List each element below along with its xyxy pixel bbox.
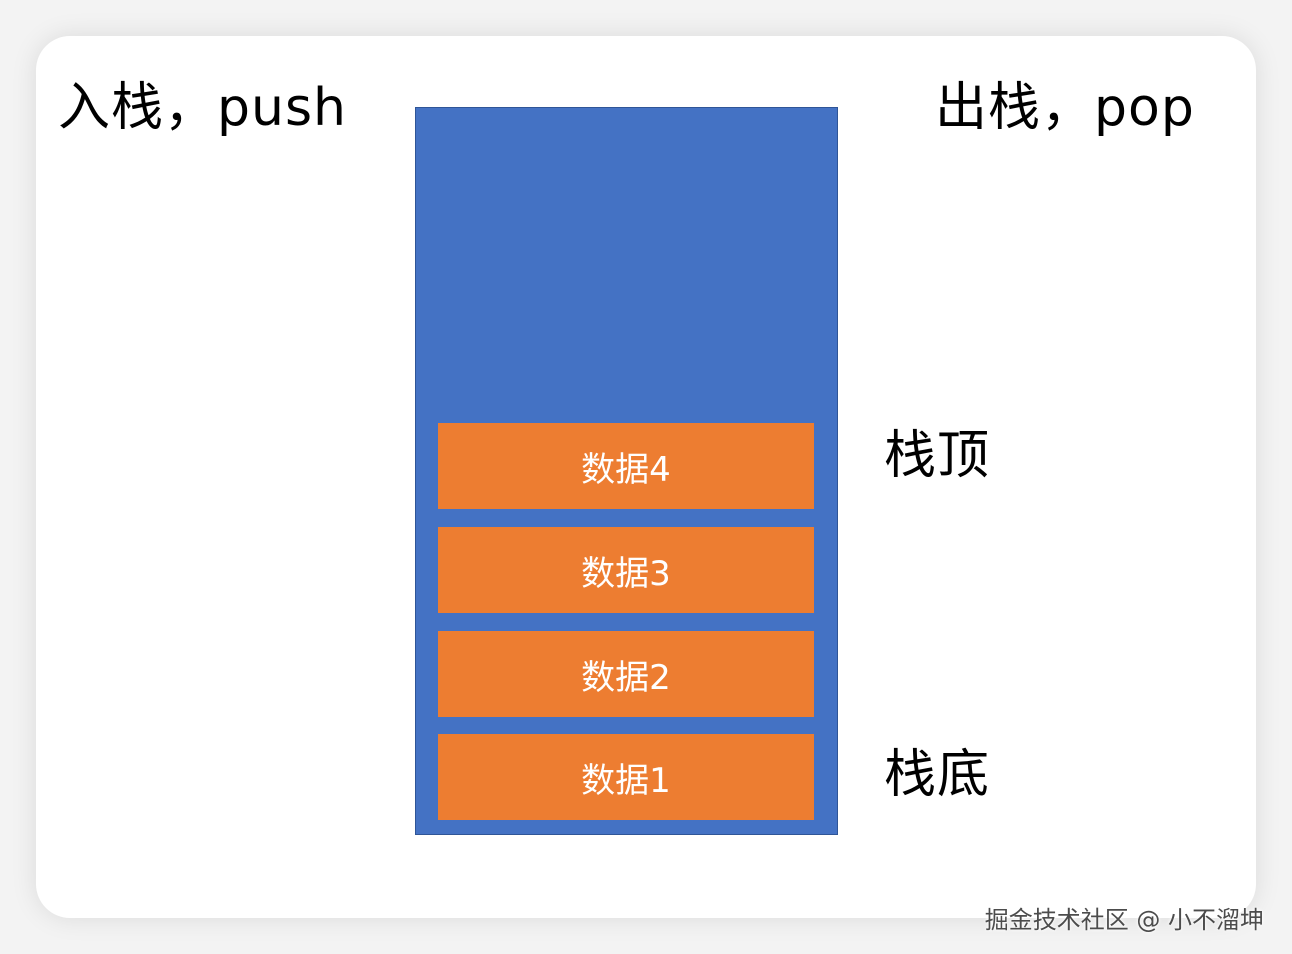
stack-container: 数据4 数据3 数据2 数据1: [415, 107, 838, 835]
stack-top-label: 栈顶: [884, 426, 991, 486]
stack-block-data3: 数据3: [438, 527, 814, 613]
pop-label: 出栈，pop: [935, 78, 1195, 138]
push-label: 入栈，push: [58, 78, 348, 138]
stack-block-data2: 数据2: [438, 631, 814, 717]
diagram-card: 入栈，push 出栈，pop 数据4 数据3 数据2 数据1 栈顶 栈底: [36, 36, 1256, 918]
watermark: 掘金技术社区 @ 小不溜坤: [984, 906, 1264, 934]
stack-bottom-label: 栈底: [884, 745, 991, 805]
stack-block-data1: 数据1: [438, 734, 814, 820]
stack-block-data4: 数据4: [438, 423, 814, 509]
